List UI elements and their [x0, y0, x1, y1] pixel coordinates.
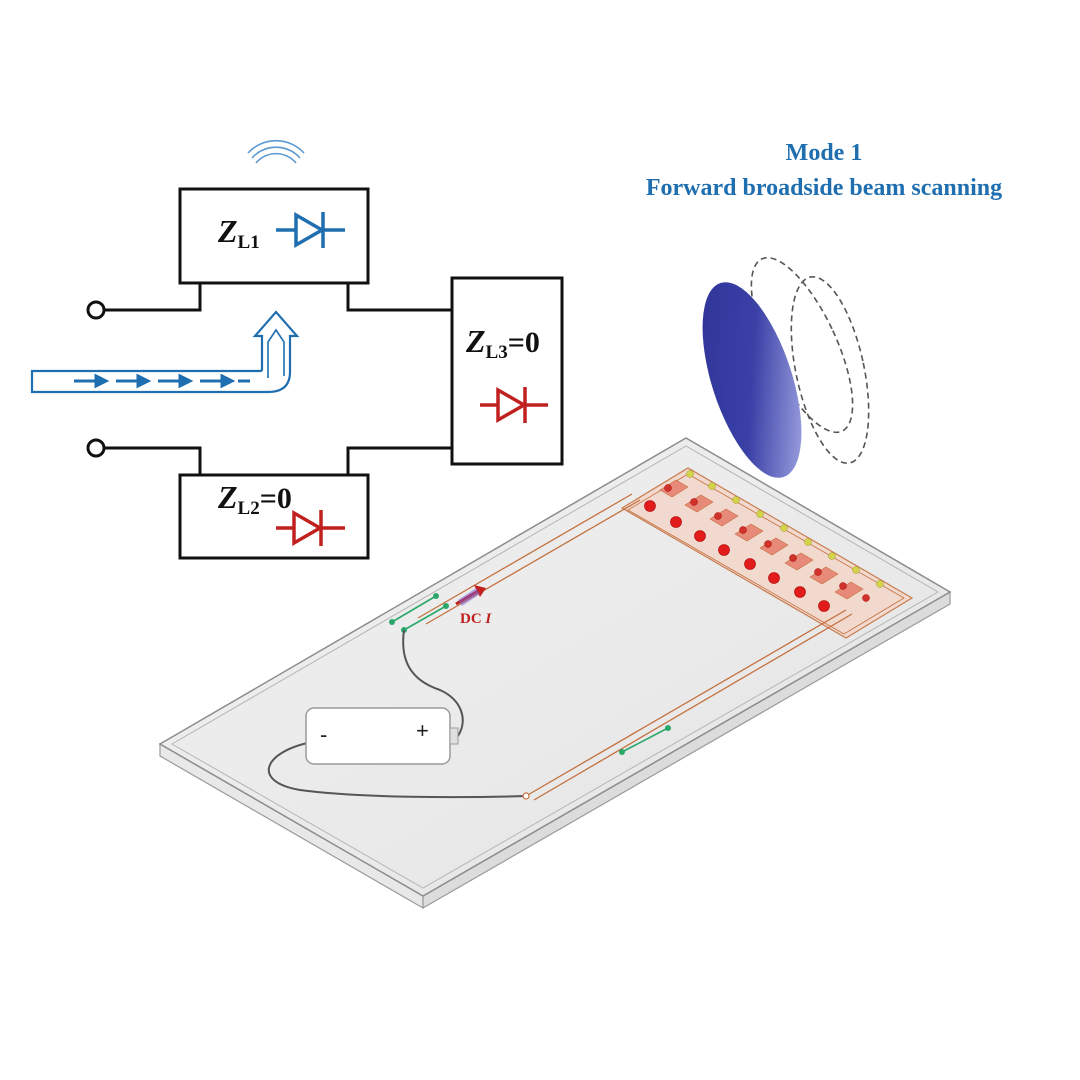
zl1-label: ZL1 — [217, 213, 260, 253]
battery: - + — [305, 707, 459, 765]
input-port-terminal — [86, 300, 106, 320]
circuit-schematic: ZL1 ZL2=0 ZL3=0 — [30, 139, 564, 560]
mode-title: Mode 1 — [786, 140, 863, 166]
dc-current-label: DC I — [460, 611, 492, 627]
zl3-box — [450, 276, 564, 466]
diode-off-icon — [276, 509, 345, 547]
radiation-icon — [247, 139, 305, 164]
ground-port-terminal — [86, 438, 106, 458]
bias-lines — [391, 595, 669, 753]
diode-on-icon — [276, 211, 345, 249]
zl2-load: ZL2=0 — [178, 473, 370, 560]
battery-wires — [267, 629, 527, 799]
zl2-label: ZL2=0 — [217, 479, 292, 519]
battery-plus-label: + — [416, 718, 429, 743]
antenna-array — [620, 467, 914, 639]
signal-flow-arrow — [30, 310, 300, 394]
battery-minus-label: - — [320, 722, 327, 747]
circuit-wires — [104, 283, 452, 475]
zl3-load: ZL3=0 — [450, 276, 564, 466]
dc-current-arrow — [455, 585, 486, 606]
zl1-box — [178, 187, 370, 285]
diode-off-icon — [480, 386, 548, 424]
scanned-beam-outline — [790, 276, 870, 464]
zl1-load: ZL1 — [178, 187, 370, 285]
mode-subtitle: Forward broadside beam scanning — [646, 175, 1002, 201]
zl3-label: ZL3=0 — [465, 323, 540, 363]
zl2-box — [178, 473, 370, 560]
beam-pattern — [702, 256, 870, 478]
main-beam-lobe — [702, 282, 802, 478]
antenna-board: DC I - + — [158, 437, 952, 910]
